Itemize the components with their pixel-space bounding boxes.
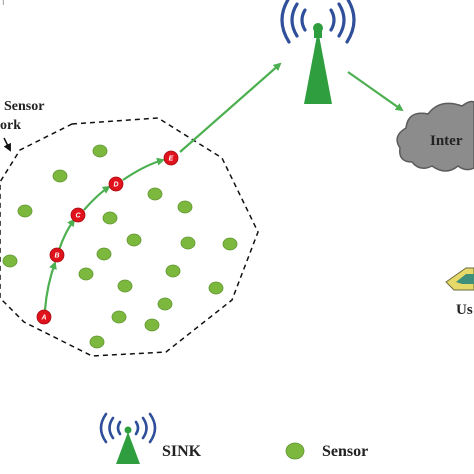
corner-fragment: ì — [2, 0, 5, 7]
sensor-node — [222, 237, 238, 251]
route-node-d: D — [108, 176, 124, 192]
sensor-node — [92, 144, 108, 158]
route-node-label: C — [75, 213, 81, 220]
route-arrow-sink-internet — [347, 71, 404, 112]
sensor-node — [144, 318, 160, 332]
route-nodes: A B C D E — [36, 150, 179, 325]
sensor-node — [117, 279, 133, 293]
sensor-node — [177, 200, 193, 214]
routing-path — [43, 62, 404, 311]
legend-sink-label: SINK — [162, 443, 202, 460]
sensor-node — [147, 187, 163, 201]
route-arrow-a-b — [43, 261, 57, 311]
user-laptop-icon — [445, 267, 474, 291]
sensor-node — [111, 310, 127, 324]
network-label-pointer — [3, 137, 11, 152]
sensor-node — [157, 297, 173, 311]
sensor-node — [102, 211, 118, 225]
route-node-c: C — [70, 207, 86, 223]
network-label-line1: Sensor — [4, 99, 44, 114]
route-node-label: B — [54, 253, 59, 260]
internet-cloud-icon — [396, 100, 474, 172]
network-label-line2: ork — [0, 118, 21, 133]
route-arrow-e-sink — [179, 62, 282, 153]
sensor-node — [78, 267, 94, 281]
sensor-dot-icon — [285, 442, 305, 460]
sink-tower-icon — [99, 412, 157, 464]
legend: SINK Sensor — [99, 412, 368, 464]
sensor-node — [208, 281, 224, 295]
route-node-a: A — [36, 309, 52, 325]
route-node-e: E — [163, 150, 179, 166]
internet-label: Inter — [430, 133, 463, 149]
route-node-label: D — [113, 182, 118, 189]
route-arrow-b-c — [57, 218, 76, 251]
sink-tower-icon — [280, 0, 356, 104]
sensor-node — [126, 233, 142, 247]
sensor-node — [17, 204, 33, 218]
sensor-node — [89, 335, 105, 349]
route-node-label: A — [40, 315, 46, 322]
route-arrow-d-e — [122, 157, 165, 181]
route-arrow-c-d — [83, 185, 111, 211]
sensor-node — [165, 264, 181, 278]
legend-sensor-label: Sensor — [322, 443, 368, 460]
sensor-node — [52, 169, 68, 183]
sensor-node — [2, 254, 18, 268]
user-label: Us — [456, 302, 473, 318]
route-node-b: B — [49, 247, 65, 263]
sensor-node — [96, 247, 112, 261]
sensor-field — [2, 144, 238, 349]
route-node-label: E — [169, 156, 174, 163]
sensor-node — [180, 236, 196, 250]
